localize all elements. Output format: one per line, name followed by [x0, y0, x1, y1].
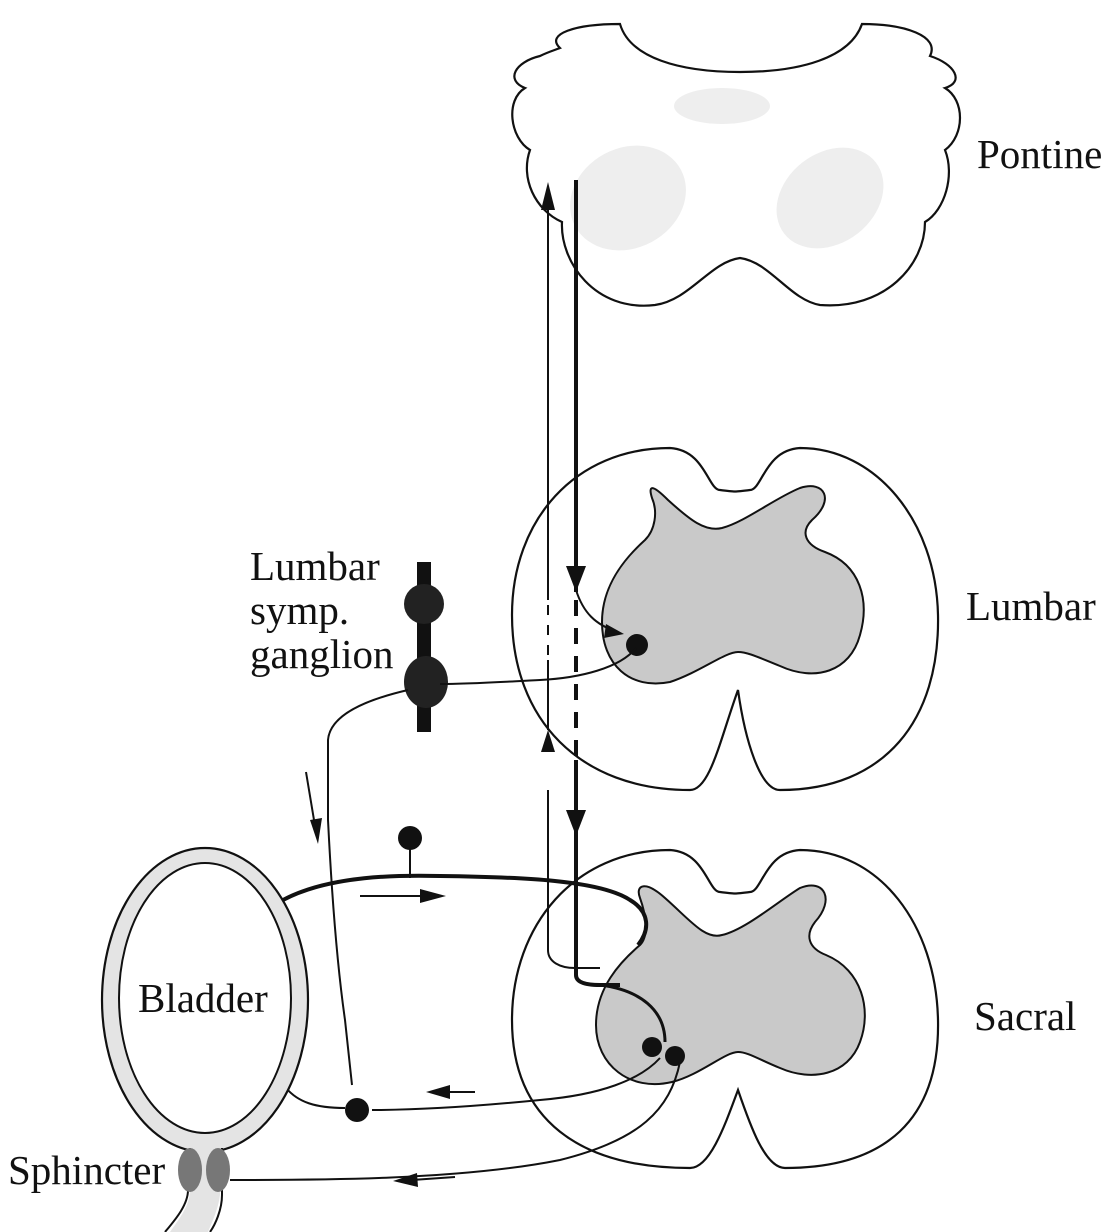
- postganglionic-fiber: [328, 690, 408, 1085]
- lumbar-preganglionic-neuron: [626, 634, 648, 656]
- bladder: Bladder Sphincter: [8, 848, 308, 1232]
- lumbar-cord-section: Lumbar: [512, 448, 1096, 790]
- somatic-direction-arrowhead: [393, 1173, 418, 1187]
- pelvic-ganglion: [345, 1098, 369, 1122]
- ganglion-label-line2: symp.: [250, 587, 349, 633]
- ganglion-upper: [404, 584, 444, 624]
- pons-outline: [512, 24, 960, 306]
- sphincter-right: [206, 1148, 230, 1192]
- afferent-direction-arrowhead: [420, 889, 446, 903]
- sacral-somatic-neuron: [665, 1046, 685, 1066]
- arrowhead-down-sacral: [566, 810, 586, 836]
- somatic-direction-arrow: [412, 1177, 455, 1180]
- parasympathetic-direction-arrowhead: [426, 1085, 450, 1099]
- sacral-label: Sacral: [974, 993, 1076, 1039]
- ganglion-lower: [404, 656, 448, 708]
- pontine-nucleus-top: [674, 88, 770, 124]
- ganglion-label-line3: ganglion: [250, 631, 393, 677]
- dorsal-root-ganglion-cell: [398, 826, 422, 850]
- sacral-parasympathetic-neuron: [642, 1037, 662, 1057]
- lumbar-label: Lumbar: [966, 583, 1096, 629]
- pontine-section: Pontine: [512, 24, 1102, 306]
- sphincter-label: Sphincter: [8, 1147, 165, 1193]
- sphincter-left: [178, 1148, 202, 1192]
- bladder-label: Bladder: [138, 975, 268, 1021]
- parasympathetic-postganglionic-fiber: [286, 1088, 345, 1108]
- pontine-label: Pontine: [977, 131, 1102, 177]
- ganglion-label-line1: Lumbar: [250, 543, 380, 589]
- sympathetic-direction-arrowhead: [310, 818, 322, 844]
- sacral-cord-section: Sacral: [512, 850, 1076, 1168]
